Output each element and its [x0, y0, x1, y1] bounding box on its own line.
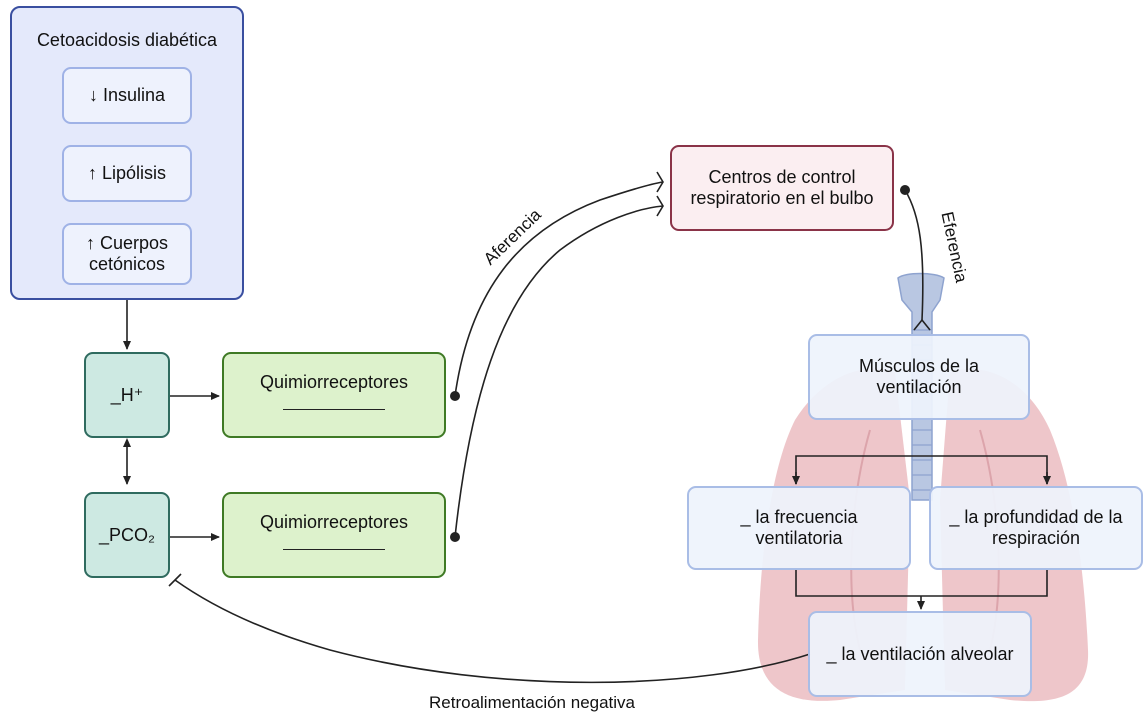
musculos-box: Músculos de la ventilación [808, 334, 1030, 420]
cuerpos-label-line1: ↑ Cuerpos [85, 233, 169, 253]
quimiorreceptores-box-2: Quimiorreceptores [222, 492, 446, 578]
h-plus-box: _H⁺ [84, 352, 170, 438]
cuerpos-cetonicos-box: ↑ Cuerpos cetónicos [62, 223, 192, 285]
branch-line [795, 455, 1048, 484]
afferent-line-1 [454, 181, 664, 397]
afferent-line-2 [454, 205, 664, 538]
efferent-end [913, 318, 931, 331]
negative-feedback-line [174, 579, 811, 684]
musculos-label-line1: Músculos de la [858, 356, 980, 376]
efferent-line [904, 189, 924, 321]
lipolisis-label: ↑ Lipólisis [87, 163, 167, 183]
afferent-dot-1 [450, 391, 460, 401]
quimiorreceptores-label-1: Quimiorreceptores [259, 372, 409, 392]
h-plus-label: _H⁺ [110, 384, 144, 405]
inhibition-bar [168, 573, 182, 587]
frecuencia-label-line1: _ la frecuencia [740, 507, 858, 527]
efferent-dot [900, 185, 910, 195]
panel-title: Cetoacidosis diabética [36, 30, 218, 50]
lipolisis-box: ↑ Lipólisis [62, 145, 192, 202]
musculos-label-line2: ventilación [876, 377, 962, 397]
pco2-box: _PCO₂ [84, 492, 170, 578]
frecuencia-box: _ la frecuencia ventilatoria [687, 486, 911, 570]
pco2-label: _PCO₂ [98, 524, 155, 545]
afferent-dot-2 [450, 532, 460, 542]
blank-line-2 [283, 549, 385, 550]
ventilacion-alveolar-box: _ la ventilación alveolar [808, 611, 1032, 697]
centros-label-line1: Centros de control [708, 167, 856, 187]
retroalimentacion-label: Retroalimentación negativa [429, 693, 636, 712]
cuerpos-label-line2: cetónicos [88, 254, 166, 274]
quimiorreceptores-box-1: Quimiorreceptores [222, 352, 446, 438]
insulina-box: ↓ Insulina [62, 67, 192, 124]
profundidad-box: _ la profundidad de la respiración [929, 486, 1143, 570]
centros-control-box: Centros de control respiratorio en el bu… [670, 145, 894, 231]
centros-label-line2: respiratorio en el bulbo [690, 188, 874, 208]
blank-line-1 [283, 409, 385, 410]
insulina-label: ↓ Insulina [88, 85, 166, 105]
profundidad-label-line2: respiración [991, 528, 1081, 548]
frecuencia-label-line2: ventilatoria [755, 528, 843, 548]
quimiorreceptores-label-2: Quimiorreceptores [259, 512, 409, 532]
ventilacion-alveolar-label: _ la ventilación alveolar [826, 643, 1014, 664]
profundidad-label-line1: _ la profundidad de la [949, 507, 1123, 527]
